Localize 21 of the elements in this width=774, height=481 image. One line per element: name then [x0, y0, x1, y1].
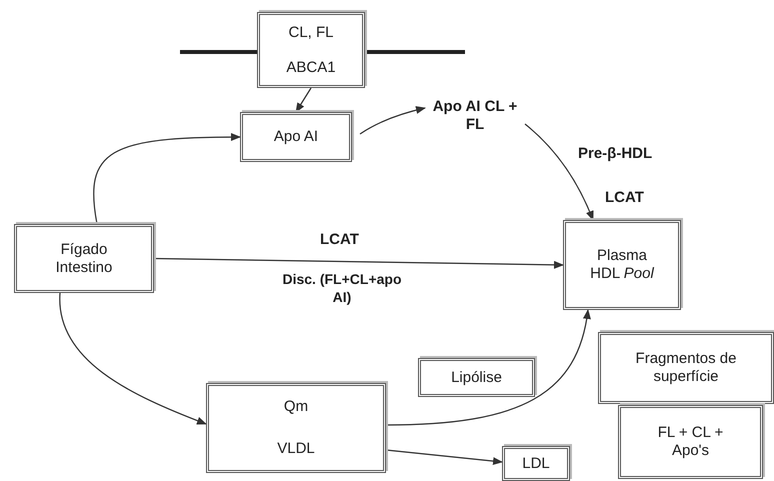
arrow [93, 133, 241, 224]
arrow [59, 292, 207, 425]
arrow [524, 124, 594, 221]
process-box: Apo AI [240, 112, 352, 162]
lipoprotein-box: LDL [502, 446, 570, 481]
process-box: Fragmentos de superfície [598, 332, 774, 404]
process-box: Lipólise [418, 358, 535, 397]
process-box: FL + CL + Apo's [618, 405, 763, 479]
arrow [154, 258, 564, 269]
membrane-transport-box: CL, FL ABCA1 [257, 12, 365, 88]
organ-box: Fígado Intestino [14, 224, 154, 293]
flow-text: Apo AI CL + FL [425, 92, 525, 140]
annotation-text: Pre-β-HDL [578, 144, 652, 164]
arrow [295, 88, 312, 113]
annotation-text: Disc. (FL+CL+apo AI) [281, 270, 403, 306]
pool-box: Plasma HDL Pool [563, 220, 681, 310]
annotation-text: LCAT [605, 188, 644, 208]
lipoprotein-box: Qm VLDL [206, 383, 386, 473]
arrow [386, 449, 503, 466]
arrow [360, 106, 426, 134]
arrow [386, 309, 590, 426]
